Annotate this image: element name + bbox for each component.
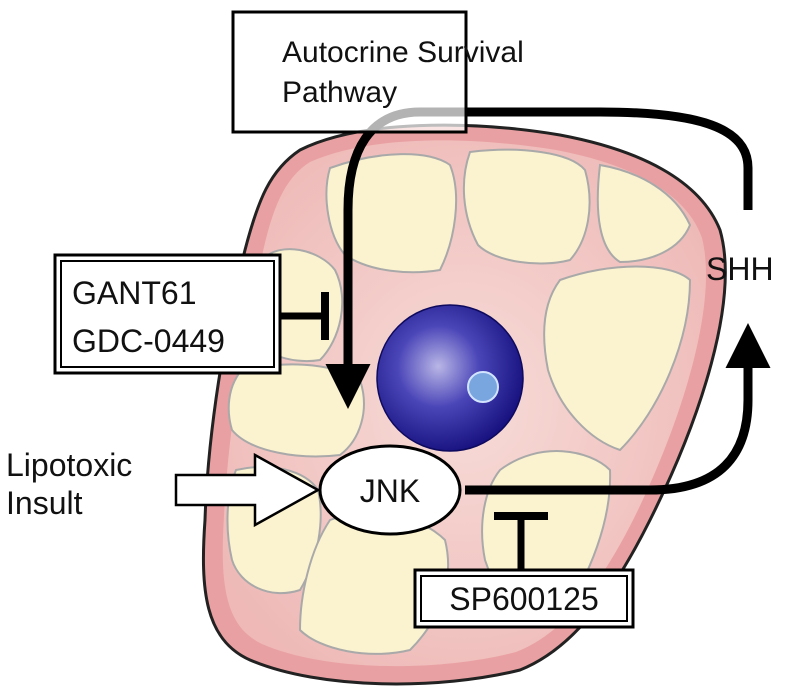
nucleus-body: [376, 304, 524, 452]
jnk-inhibitor-outer-frame: [413, 568, 635, 629]
hedgehog-inhibitor-outer-frame: [53, 253, 282, 375]
lipotoxic-insult: Lipotoxic Insult: [6, 447, 321, 528]
hedgehog-inhibitor: GANT61 GDC-0449: [53, 253, 329, 375]
pathway-box: Autocrine Survival Pathway: [231, 10, 524, 134]
lipotoxic-insult-line2: Insult: [6, 485, 83, 521]
jnk-inhibitor-inner-frame: [420, 575, 628, 622]
lipotoxic-insult-arrow: [174, 452, 321, 528]
jnk-to-shh-arrow: [465, 323, 771, 495]
lobe-right-middle: [543, 265, 692, 452]
nucleus: [376, 304, 524, 452]
jnk-label: JNK: [360, 473, 420, 509]
jnk-node: JNK: [318, 444, 462, 536]
pathway-box-line1: Autocrine Survival: [282, 36, 524, 69]
shh-label: SHH: [706, 251, 774, 287]
jnk-inhibitor: SP600125: [413, 512, 635, 629]
lobe-top-middle: [462, 148, 591, 265]
pathway-box-frame: [231, 10, 468, 134]
lipotoxic-insult-line1: Lipotoxic: [6, 447, 132, 483]
hedgehog-inhibitor-line1: GANT61: [72, 275, 196, 311]
lobe-top-left: [325, 153, 458, 274]
pathway-box-line2: Pathway: [282, 76, 397, 109]
nucleolus: [467, 371, 499, 403]
hedgehog-inhibitor-line2: GDC-0449: [72, 323, 225, 359]
autocrine-return-arrow: [325, 107, 753, 409]
hedgehog-inhibitor-inner-frame: [60, 260, 275, 368]
jnk-inhibitor-label: SP600125: [449, 581, 598, 617]
lobe-top-right: [596, 163, 692, 264]
